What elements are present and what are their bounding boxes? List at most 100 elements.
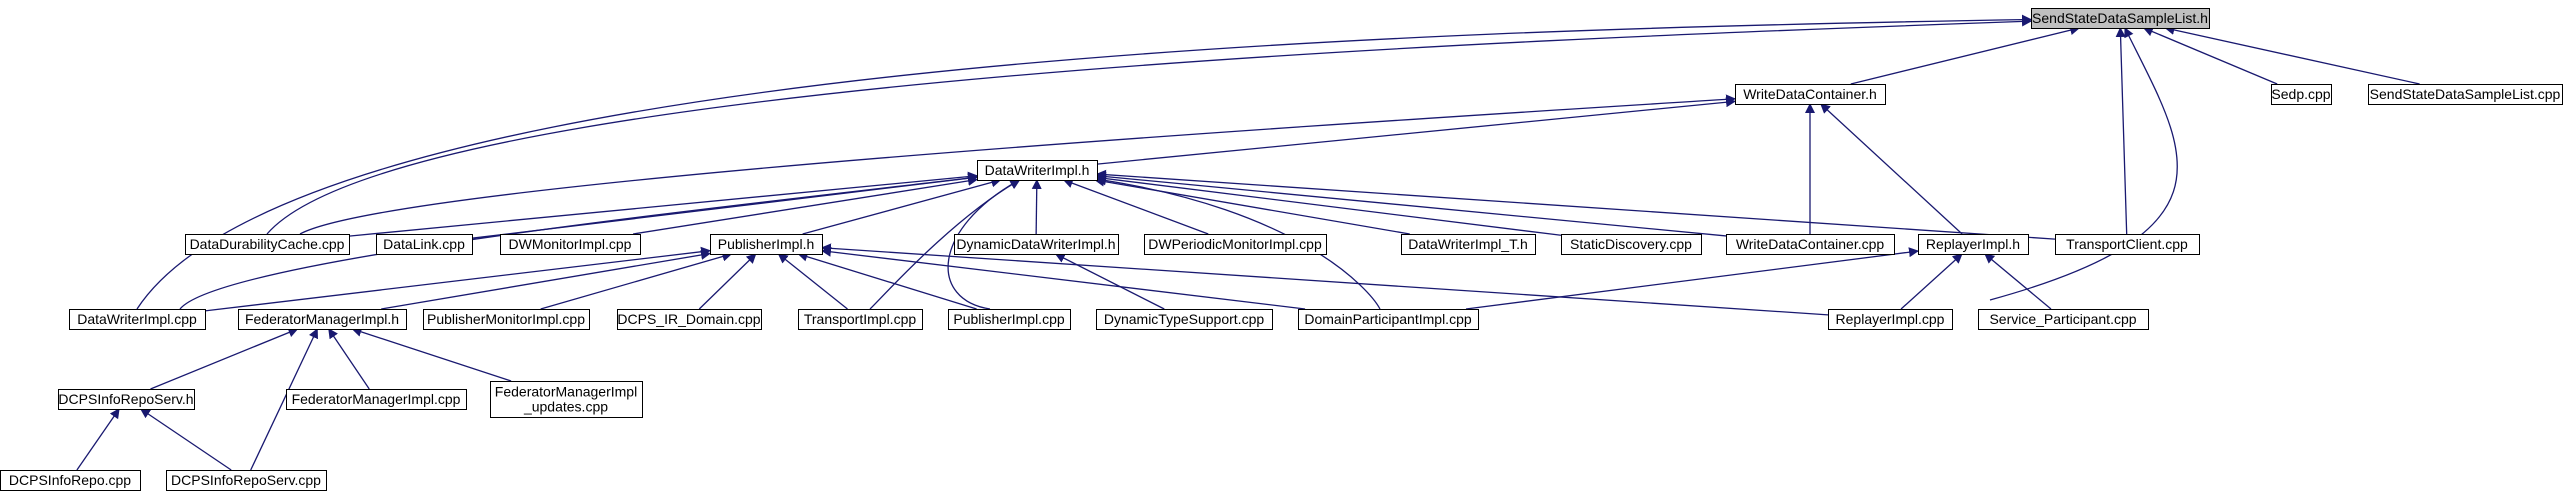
node-box (185, 234, 350, 255)
node-ddc[interactable]: DataDurabilityCache.cpp (185, 234, 350, 255)
edge-root-to-dwi_cpp (136, 14, 2032, 310)
node-label: Service_Participant.cpp (1989, 311, 2136, 327)
node-sdsl-cpp[interactable]: SendStateDataSampleList.cpp (2368, 84, 2563, 105)
edge-line (179, 173, 978, 310)
edge-line (1094, 176, 1410, 235)
node-root[interactable]: SendStateDataSampleList.h (2031, 8, 2210, 29)
node-label: _updates.cpp (523, 399, 608, 415)
edge-pub_h-to-irdom (698, 253, 757, 310)
node-label: PublisherImpl.h (718, 236, 815, 252)
edge-line (1984, 253, 2052, 310)
edge-line (1096, 173, 1562, 236)
node-fed-h[interactable]: FederatorManagerImpl.h (238, 309, 407, 330)
node-rep-h[interactable]: ReplayerImpl.h (1918, 234, 2029, 255)
edge-line (1900, 253, 1963, 310)
node-wdc-h[interactable]: WriteDataContainer.h (1735, 84, 1886, 105)
edge-line (1989, 27, 2179, 301)
node-pub-h[interactable]: PublisherImpl.h (710, 234, 823, 255)
node-box (1828, 309, 1953, 330)
node-box (58, 389, 195, 410)
node-dlink[interactable]: DataLink.cpp (376, 234, 473, 255)
node-pubmon[interactable]: PublisherMonitorImpl.cpp (423, 309, 590, 330)
node-label: StaticDiscovery.cpp (1570, 236, 1692, 252)
node-box (69, 309, 206, 330)
node-dts[interactable]: DynamicTypeSupport.cpp (1096, 309, 1273, 330)
node-label: DynamicTypeSupport.cpp (1104, 311, 1265, 327)
node-dpi[interactable]: DomainParticipantImpl.cpp (1298, 309, 1479, 330)
node-box (423, 309, 590, 330)
node-label: DataLink.cpp (383, 236, 465, 252)
node-fed-cpp[interactable]: FederatorManagerImpl.cpp (286, 389, 467, 410)
node-wdc-cpp[interactable]: WriteDataContainer.cpp (1726, 234, 1895, 255)
node-box (1978, 309, 2149, 330)
node-box (1918, 234, 2029, 255)
node-label: DWMonitorImpl.cpp (509, 236, 632, 252)
edge-line (1031, 179, 1042, 235)
node-ddw-h[interactable]: DynamicDataWriterImpl.h (954, 234, 1119, 255)
node-label: DomainParticipantImpl.cpp (1304, 311, 1472, 327)
edge-line (1062, 178, 1209, 235)
edge-dwi_h-to-dwmon (633, 175, 978, 235)
node-box (286, 389, 467, 410)
edge-line (2115, 27, 2128, 235)
node-box (0, 470, 141, 491)
node-irdom[interactable]: DCPS_IR_Domain.cpp (617, 309, 762, 330)
node-dwi-h[interactable]: DataWriterImpl.h (977, 160, 1098, 181)
edge-dwi_h-to-dwi_cpp (179, 173, 978, 310)
node-box (1735, 84, 1886, 105)
edge-wdc_h-to-dwi_h (1096, 97, 1736, 165)
edge-line (821, 243, 1829, 316)
node-sdisc[interactable]: StaticDiscovery.cpp (1561, 234, 1702, 255)
node-label: DataWriterImpl.h (985, 162, 1090, 178)
node-timpl[interactable]: TransportImpl.cpp (798, 309, 923, 330)
node-irs-cpp[interactable]: DCPSInfoRepoServ.cpp (166, 470, 327, 491)
node-dwmon[interactable]: DWMonitorImpl.cpp (500, 234, 641, 255)
node-fed-upd[interactable]: FederatorManagerImpl_updates.cpp (490, 381, 643, 418)
node-pub-cpp[interactable]: PublisherImpl.cpp (948, 309, 1071, 330)
edge-line (2142, 26, 2278, 85)
node-svcp[interactable]: Service_Participant.cpp (1978, 309, 2149, 330)
edge-wdc_h-to-rep_h (1820, 103, 1963, 235)
node-box (166, 470, 327, 491)
edge-line (1820, 103, 1963, 235)
node-tclient[interactable]: TransportClient.cpp (2055, 234, 2200, 255)
node-box (490, 381, 643, 418)
node-label: DataDurabilityCache.cpp (190, 236, 345, 252)
node-label: FederatorManagerImpl (495, 384, 637, 400)
edge-root-to-rep_cpp (1989, 27, 2179, 301)
edge-line (348, 171, 978, 237)
node-dwi-cpp[interactable]: DataWriterImpl.cpp (69, 309, 206, 330)
node-dwit-h[interactable]: DataWriterImpl_T.h (1401, 234, 1536, 255)
node-label: DCPSInfoRepo.cpp (9, 472, 131, 488)
edge-line (266, 16, 2032, 235)
node-irepo[interactable]: DCPSInfoRepo.cpp (0, 470, 141, 491)
edge-line (777, 253, 848, 310)
node-label: DCPSInfoRepoServ.h (58, 391, 193, 407)
node-label: PublisherImpl.cpp (953, 311, 1064, 327)
edge-root-to-tclient (2115, 27, 2128, 235)
node-box (1726, 234, 1895, 255)
edge-fed_h-to-irs_cpp (250, 328, 318, 471)
node-box (500, 234, 641, 255)
edge-line (299, 94, 1736, 235)
node-box (798, 309, 923, 330)
node-label: SendStateDataSampleList.cpp (2370, 86, 2561, 102)
edge-dwi_h-to-dwper (1062, 178, 1209, 235)
node-box (1401, 234, 1536, 255)
edge-dwi_h-to-pub_h (802, 177, 1002, 235)
edge-dwi_h-to-wdc_cpp (1096, 171, 1727, 237)
edge-line (698, 253, 757, 310)
edge-dwi_h-to-ddc (348, 171, 978, 237)
node-irs-h[interactable]: DCPSInfoRepoServ.h (58, 389, 195, 410)
node-label: DWPeriodicMonitorImpl.cpp (1148, 236, 1322, 252)
node-label: ReplayerImpl.cpp (1836, 311, 1945, 327)
node-label: WriteDataContainer.cpp (1736, 236, 1885, 252)
edge-dwi_h-to-sdisc (1096, 173, 1562, 236)
node-label: FederatorManagerImpl.cpp (292, 391, 461, 407)
node-sedp[interactable]: Sedp.cpp (2271, 84, 2332, 105)
node-box (2368, 84, 2563, 105)
node-rep-cpp[interactable]: ReplayerImpl.cpp (1828, 309, 1953, 330)
edge-line (540, 251, 733, 310)
edge-rep_h-to-dpi (1465, 247, 1919, 310)
node-dwper[interactable]: DWPeriodicMonitorImpl.cpp (1144, 234, 1327, 255)
